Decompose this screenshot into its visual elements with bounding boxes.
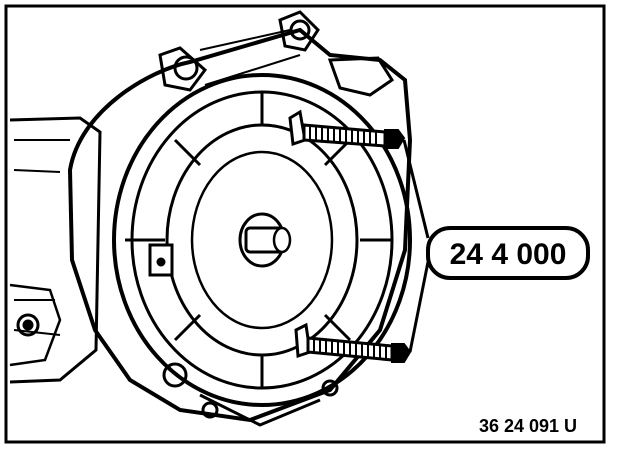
callout-leaders xyxy=(402,139,430,353)
torque-converter xyxy=(112,73,412,407)
bell-housing xyxy=(67,10,413,427)
part-number-callout: 24 4 000 xyxy=(426,226,590,280)
reference-number: 36 24 091 U xyxy=(479,416,577,436)
special-tool-bolts xyxy=(288,109,412,363)
image-border xyxy=(4,4,606,444)
callout-label: 24 4 000 xyxy=(450,238,567,271)
transmission-case xyxy=(9,116,102,384)
